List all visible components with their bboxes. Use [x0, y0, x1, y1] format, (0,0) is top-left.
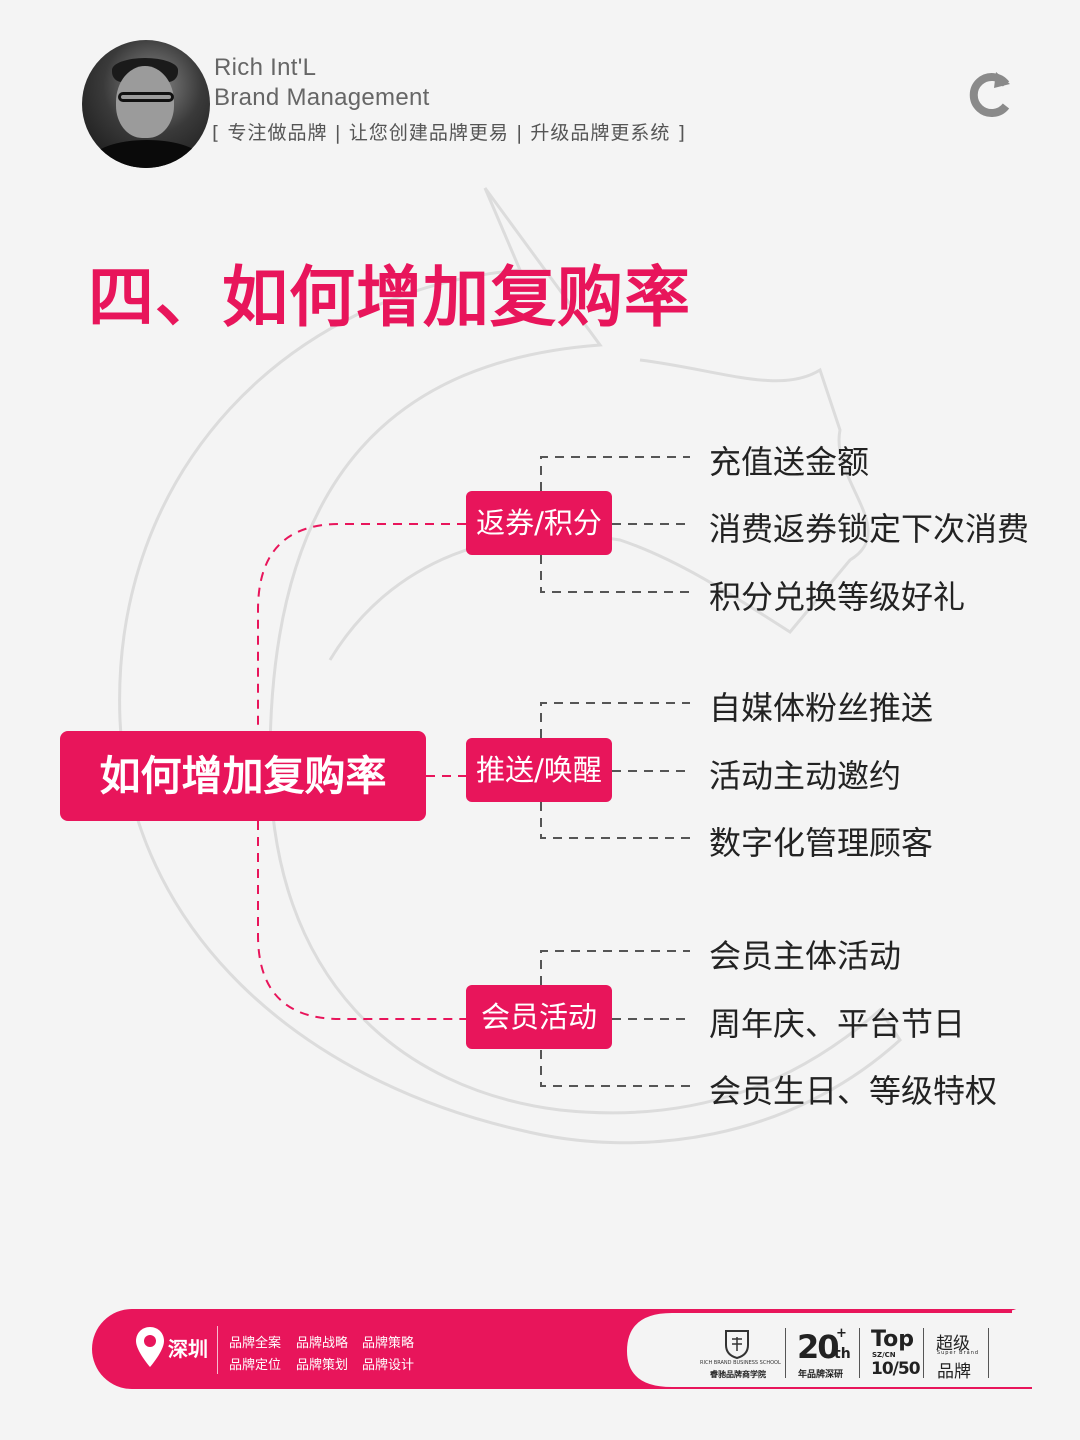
- leaf-item: 周年庆、平台节日: [709, 1005, 966, 1043]
- school-name: RICH BRAND BUSINESS SCHOOL: [700, 1360, 781, 1366]
- leaf-item: 会员主体活动: [709, 937, 902, 975]
- badge-divider: [785, 1328, 786, 1378]
- leaf-item: 活动主动邀约: [709, 757, 902, 795]
- badge-divider: [859, 1328, 860, 1378]
- branch-member-activities: 会员活动: [466, 985, 612, 1049]
- service-item: 品牌定位: [229, 1358, 282, 1373]
- leaf-item: 消费返券锁定下次消费: [709, 510, 1030, 548]
- service-item: 品牌策划: [296, 1358, 349, 1373]
- super-cn: 品牌: [937, 1362, 971, 1382]
- leaf-item: 充值送金额: [709, 443, 870, 481]
- years-number: 20: [797, 1328, 840, 1366]
- location-pin-icon: [136, 1327, 164, 1367]
- tagline: [ 专注做品牌 | 让您创建品牌更易 | 升级品牌更系统 ]: [212, 122, 686, 144]
- brand-name: Rich Int'L: [214, 54, 317, 81]
- footer-divider: [217, 1326, 218, 1374]
- top-rank: 10/50: [871, 1359, 921, 1379]
- leaf-item: 积分兑换等级好礼: [709, 578, 966, 616]
- badge-divider: [923, 1328, 924, 1378]
- branch-coupon-points: 返券/积分: [466, 491, 612, 555]
- service-item: 品牌设计: [362, 1358, 415, 1373]
- years-plus: +: [836, 1326, 847, 1341]
- super-label: 超级: [936, 1334, 970, 1354]
- school-crest-icon: [725, 1330, 749, 1359]
- badge-divider: [988, 1328, 989, 1378]
- super-en: Super Brand: [936, 1350, 980, 1356]
- avatar: [82, 40, 210, 168]
- page-title: 四、如何增加复购率: [88, 258, 691, 336]
- years-caption: 年品牌深研: [798, 1370, 844, 1380]
- school-cn-name: 睿驰品牌商学院: [710, 1370, 766, 1379]
- brand-subtitle: Brand Management: [214, 84, 430, 111]
- c-arrow-logo-icon: [969, 72, 1010, 117]
- leaf-item: 会员生日、等级特权: [709, 1072, 998, 1110]
- years-suffix: th: [834, 1346, 851, 1362]
- footer-banner: [92, 1309, 1032, 1389]
- service-item: 品牌全案: [229, 1336, 282, 1351]
- leaf-item: 自媒体粉丝推送: [709, 689, 934, 727]
- footer-city: 深圳: [168, 1337, 208, 1361]
- service-item: 品牌策略: [362, 1336, 415, 1351]
- top-sub: SZ/CN: [872, 1351, 896, 1359]
- leaf-item: 数字化管理顾客: [709, 824, 934, 862]
- branch-push-reactivate: 推送/唤醒: [466, 738, 612, 802]
- top-label: Top: [871, 1327, 914, 1352]
- service-item: 品牌战略: [296, 1336, 349, 1351]
- mindmap-root-node: 如何增加复购率: [60, 731, 426, 821]
